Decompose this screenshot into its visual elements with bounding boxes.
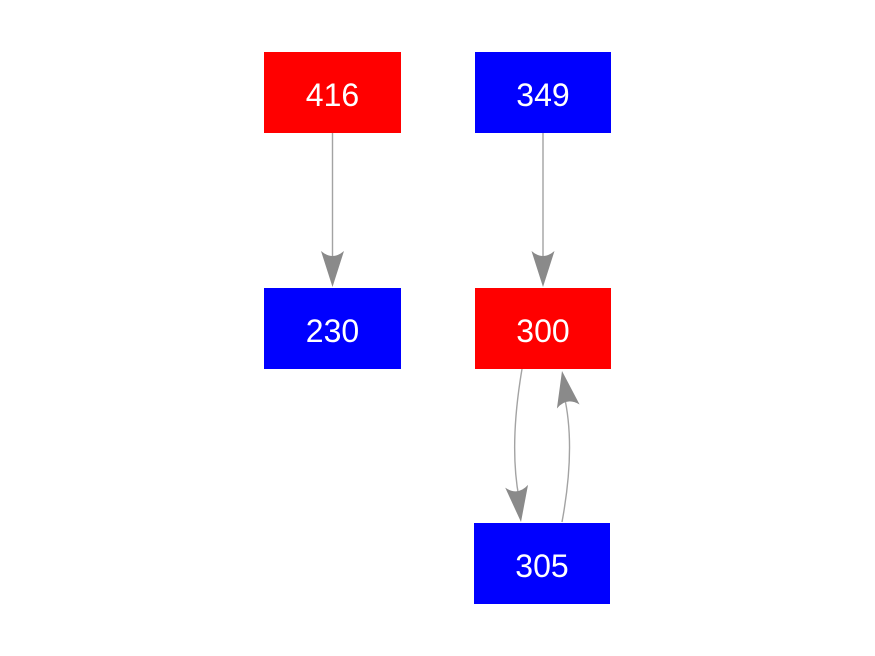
- node-349[interactable]: 349: [475, 52, 611, 133]
- arrowhead-icon: [321, 251, 344, 287]
- edge-305-to-300: [556, 371, 580, 523]
- node-label: 300: [516, 312, 570, 349]
- node-label: 305: [515, 547, 569, 584]
- edge-300-to-305: [505, 368, 529, 522]
- edge-349-to-300: [531, 133, 555, 287]
- node-230[interactable]: 230: [264, 288, 401, 369]
- node-416[interactable]: 416: [264, 52, 401, 133]
- node-305[interactable]: 305: [474, 523, 610, 604]
- node-300[interactable]: 300: [475, 288, 611, 369]
- node-label: 230: [305, 312, 360, 349]
- arrowhead-icon: [531, 251, 555, 287]
- edge-416-to-230: [321, 133, 344, 287]
- node-label: 416: [305, 76, 360, 113]
- node-label: 349: [516, 76, 570, 113]
- arrowhead-icon: [505, 484, 529, 522]
- arrowhead-icon: [556, 371, 580, 409]
